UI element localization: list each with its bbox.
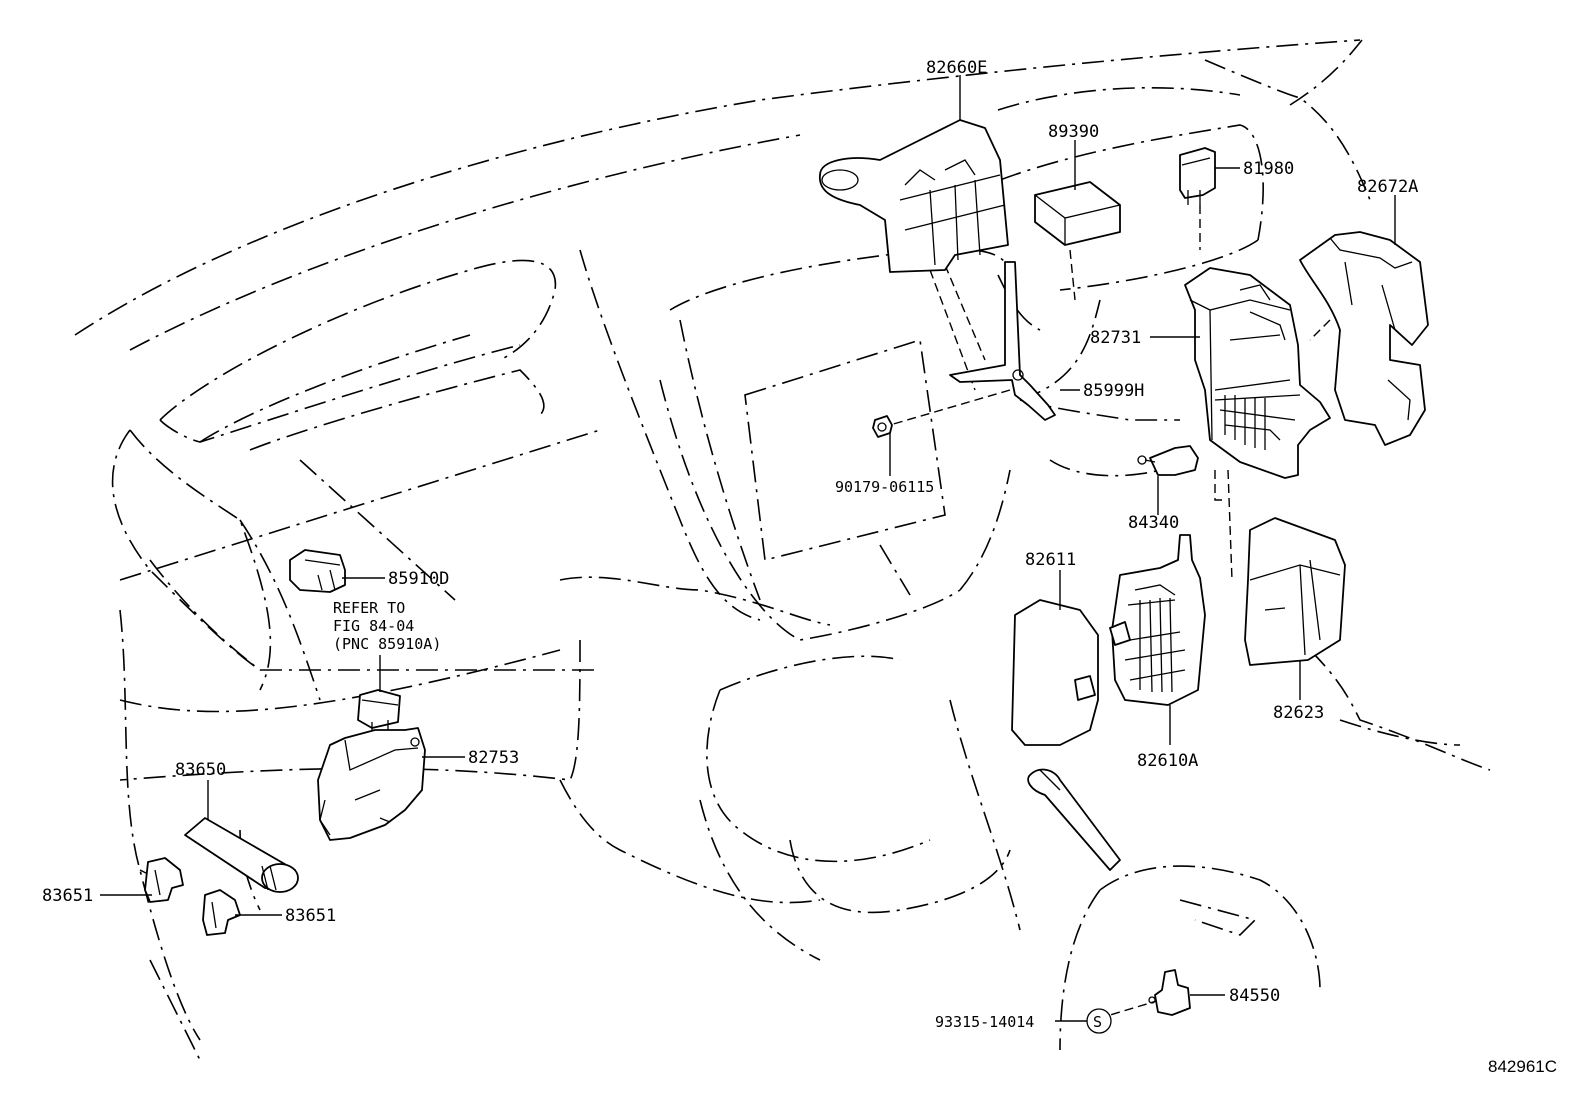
label-82660e: 82660E [926, 58, 987, 78]
screw-symbol-letter: S [1093, 1013, 1102, 1031]
label-81980: 81980 [1243, 159, 1294, 179]
bracket-85999h [949, 261, 1056, 421]
bracket-82753 [317, 727, 426, 841]
switch-84550 [1148, 969, 1191, 1016]
cylinder-83650 [184, 817, 299, 893]
label-85910d: 85910D [388, 569, 449, 589]
note-line-1: REFER TO [333, 599, 405, 617]
label-83651-left: 83651 [42, 886, 93, 906]
label-82672a: 82672A [1357, 177, 1418, 197]
label-83650: 83650 [175, 760, 226, 780]
module-89390 [1034, 181, 1121, 246]
junction-block-82731 [1184, 267, 1331, 479]
label-82623: 82623 [1273, 703, 1324, 723]
label-84550: 84550 [1229, 986, 1280, 1006]
screw-symbol: S [1086, 1008, 1112, 1034]
relay-85910d [289, 549, 346, 593]
label-93315-14014: 93315-14014 [935, 1013, 1034, 1031]
cover-82611 [1011, 599, 1099, 746]
label-90179-06115: 90179-06115 [835, 478, 934, 496]
cover-82672a [1299, 231, 1429, 446]
relay-81980 [1179, 147, 1216, 205]
leader-lines [100, 75, 1396, 1022]
shift-lever [1027, 768, 1121, 871]
relay-85910a [357, 689, 401, 735]
junction-block-82660e [819, 119, 1009, 273]
label-82731: 82731 [1090, 328, 1141, 348]
label-89390: 89390 [1048, 122, 1099, 142]
fuse-block-82610a [1109, 534, 1206, 706]
figure-id: 842961C [1488, 1057, 1557, 1076]
label-84340: 84340 [1128, 513, 1179, 533]
clip-83651-right [202, 889, 241, 936]
clip-83651-left [144, 857, 184, 903]
label-83651-right: 83651 [285, 906, 336, 926]
callout-labels: 82660E 89390 81980 82672A 82731 85999H 9… [42, 58, 1557, 1076]
dashboard-outline [74, 39, 1491, 1061]
note-line-3: (PNC 85910A) [333, 635, 441, 653]
switch-84340 [1137, 445, 1199, 476]
label-82611: 82611 [1025, 550, 1076, 570]
ecu-82623 [1244, 517, 1346, 666]
label-82610a: 82610A [1137, 751, 1198, 771]
label-82753: 82753 [468, 748, 519, 768]
note-line-2: FIG 84-04 [333, 617, 414, 635]
nut-90179-06115 [872, 415, 893, 438]
label-85999h: 85999H [1083, 381, 1144, 401]
